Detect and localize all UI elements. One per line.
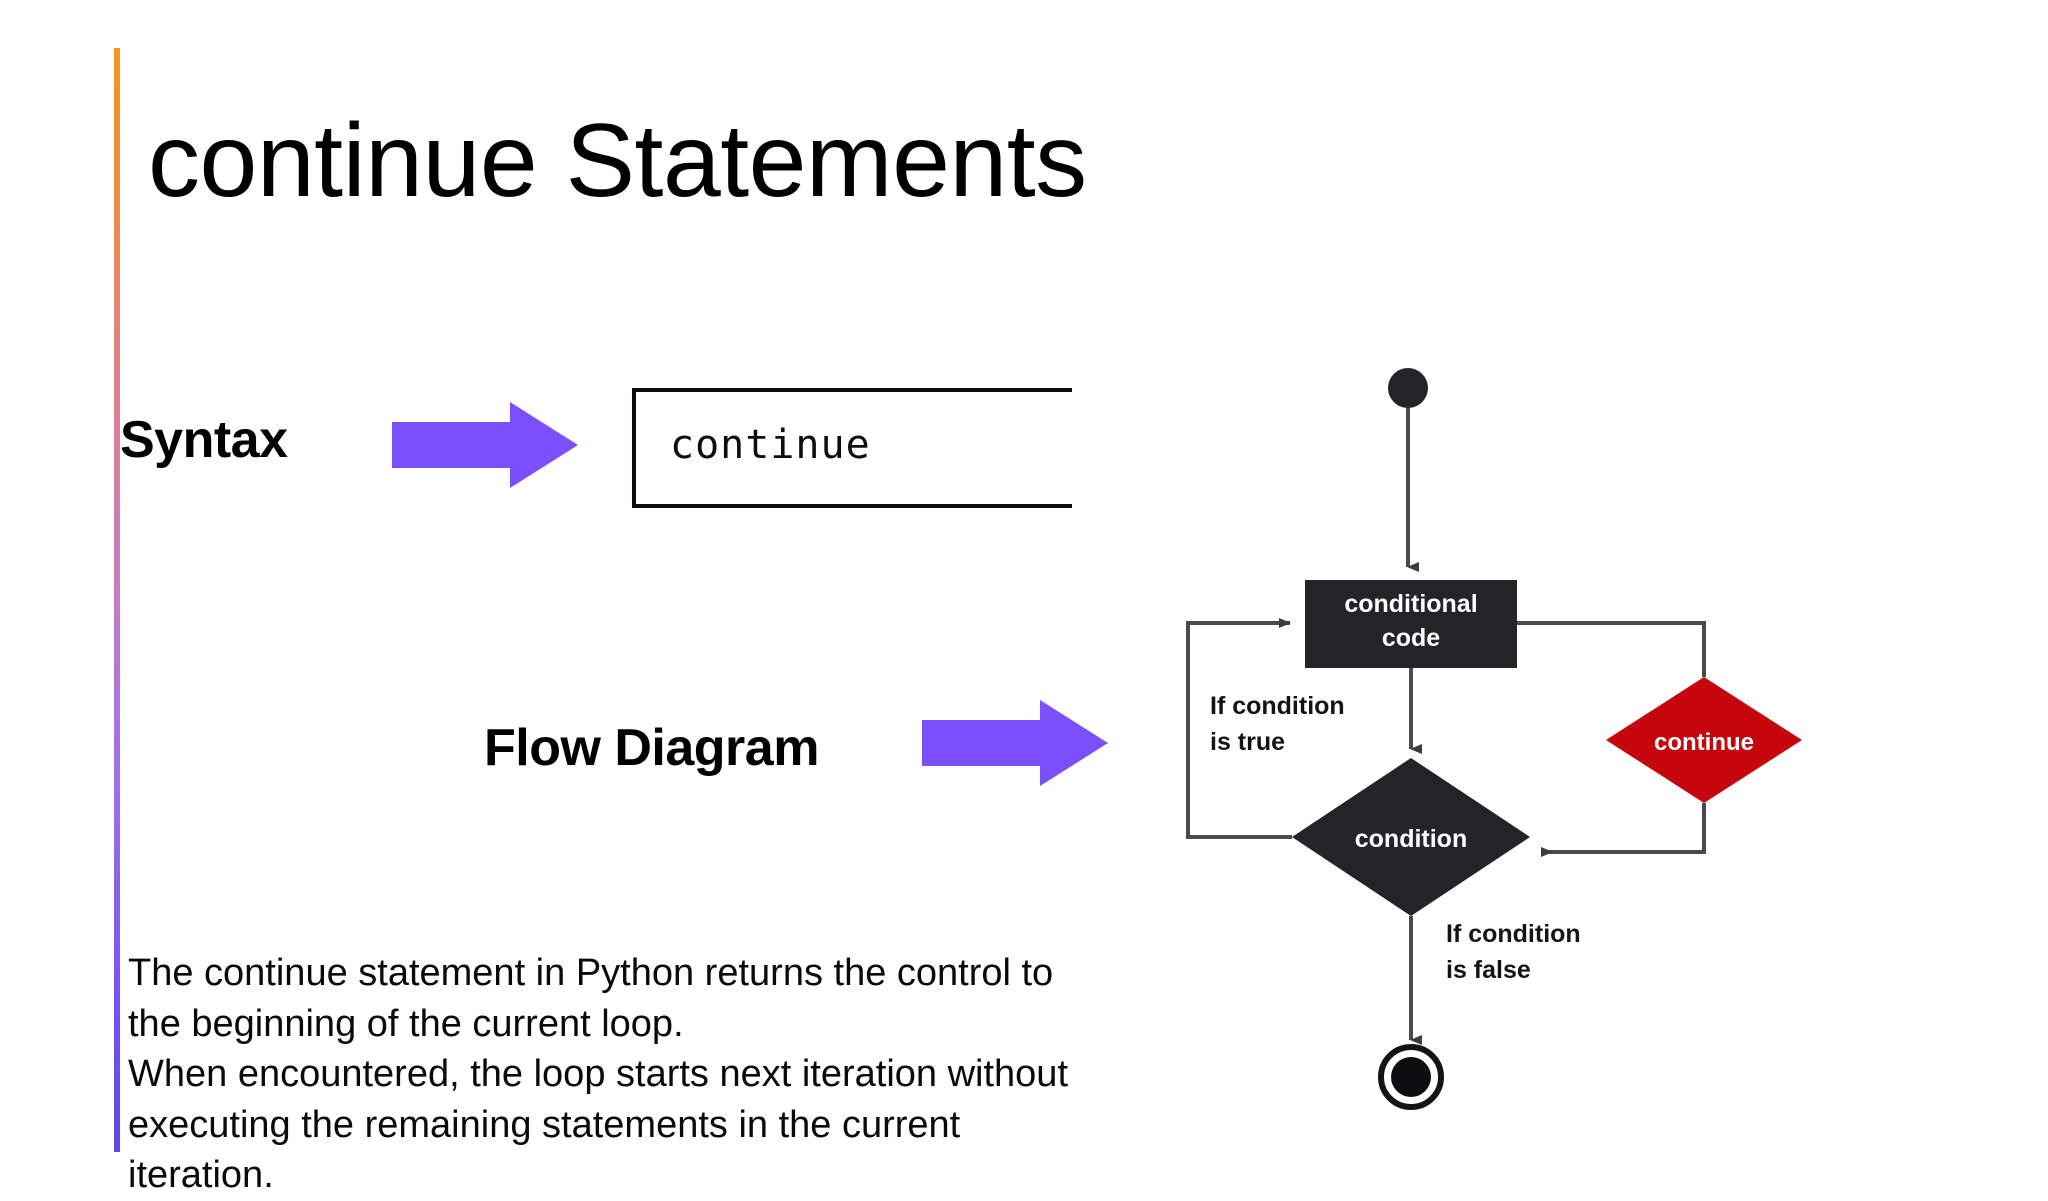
syntax-right-arrow-icon [392,402,578,488]
body-line-1: The continue statement in Python returns… [128,952,1054,994]
continue-node [1606,677,1802,803]
edge-continue-to-condition [1541,803,1706,857]
conditional-code-label-line2: code [1382,624,1440,652]
body-line-4: executing the remaining statements in th… [128,1103,961,1146]
edge-code-to-continue [1517,621,1706,677]
flow-right-arrow-icon [922,700,1108,786]
condition-node [1292,758,1530,916]
body-line-5: iteration. [128,1154,274,1197]
false-branch-label-line1: If condition [1446,920,1581,948]
body-paragraph: The continue statement in Python returns… [128,948,1108,1201]
edge-true-loopback [1186,618,1292,839]
body-line-2: the beginning of the current loop. [128,1002,684,1045]
end-node-icon [1378,1044,1444,1110]
body-line-3: When encountered, the loop starts next i… [128,1053,1068,1096]
syntax-section-label: Syntax [120,411,288,469]
continue-flow-diagram: conditional code condition If condition … [1150,340,1850,1140]
continue-label: continue [1654,729,1754,756]
flow-section-label: Flow Diagram [484,719,819,777]
true-branch-label-line1: If condition [1210,692,1345,720]
syntax-code-box: continue [632,388,1072,508]
conditional-code-node [1305,580,1517,668]
slide-accent-bar [114,48,120,1152]
condition-label: condition [1355,825,1467,853]
true-branch-label-line2: is true [1210,728,1285,756]
false-branch-label-line2: is false [1446,956,1531,984]
start-node-icon [1388,368,1428,408]
conditional-code-label-line1: conditional [1344,590,1477,618]
syntax-code-text: continue [670,422,871,468]
page-title: continue Statements [148,103,1087,219]
